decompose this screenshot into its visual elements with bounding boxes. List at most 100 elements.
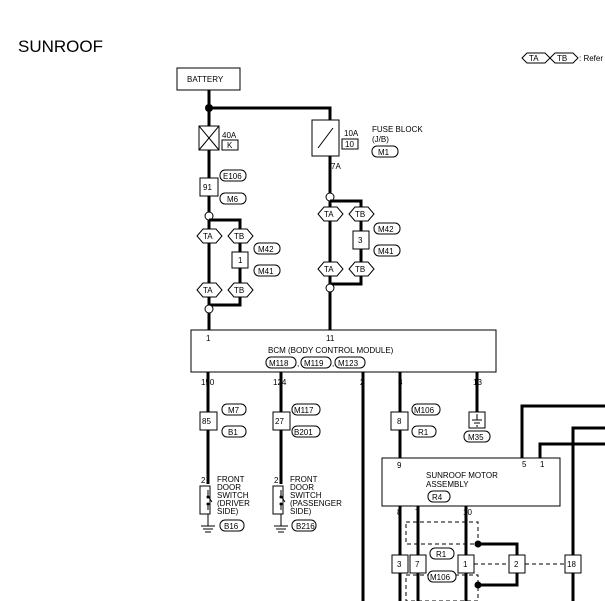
svg-text:M35: M35 bbox=[468, 433, 484, 442]
svg-text:3: 3 bbox=[397, 560, 402, 569]
svg-text:M42: M42 bbox=[258, 245, 274, 254]
svg-text:27: 27 bbox=[275, 417, 284, 426]
svg-text:E106: E106 bbox=[223, 172, 242, 181]
svg-text:SWITCH: SWITCH bbox=[217, 491, 249, 500]
svg-text:,: , bbox=[297, 359, 299, 368]
connector-r1 bbox=[411, 425, 437, 438]
svg-text:M6: M6 bbox=[227, 195, 239, 204]
fuse-block-name: FUSE BLOCK bbox=[372, 125, 423, 134]
svg-text:7A: 7A bbox=[331, 162, 341, 171]
svg-text:(PASSENGER: (PASSENGER bbox=[290, 499, 342, 508]
connector-m7 bbox=[221, 403, 247, 416]
svg-text:M117: M117 bbox=[294, 406, 314, 415]
svg-text:FRONT: FRONT bbox=[217, 475, 245, 484]
connector-m1 bbox=[371, 145, 399, 158]
tag-ta bbox=[317, 206, 344, 222]
svg-text:TA: TA bbox=[324, 265, 334, 274]
svg-text:DOOR: DOOR bbox=[290, 483, 314, 492]
svg-text:TA: TA bbox=[203, 232, 213, 241]
tag-ta bbox=[196, 228, 223, 244]
svg-text:M119: M119 bbox=[304, 359, 324, 368]
svg-text:1: 1 bbox=[463, 560, 468, 569]
connector-e106 bbox=[219, 169, 247, 182]
svg-text:5: 5 bbox=[522, 460, 527, 469]
connector-m41 bbox=[373, 244, 401, 257]
sunroof-motor-assembly bbox=[381, 457, 561, 507]
svg-text:10: 10 bbox=[463, 508, 472, 517]
ground-symbol bbox=[201, 514, 215, 533]
connector-b1 bbox=[221, 425, 247, 438]
connector-m41 bbox=[253, 264, 281, 277]
connector-m35 bbox=[463, 430, 491, 443]
svg-text:(DRIVER: (DRIVER bbox=[217, 499, 250, 508]
connector-m42 bbox=[373, 222, 401, 235]
svg-text:SIDE): SIDE) bbox=[290, 507, 312, 516]
svg-text:TA: TA bbox=[203, 286, 213, 295]
connector-m119 bbox=[300, 356, 332, 369]
tag-ta bbox=[196, 282, 223, 298]
svg-text:7: 7 bbox=[415, 560, 420, 569]
connector-m6 bbox=[219, 192, 247, 205]
connector-m42 bbox=[253, 242, 281, 255]
legend-text: : Refer bbox=[579, 54, 603, 63]
svg-text:M41: M41 bbox=[258, 267, 274, 276]
svg-text:R1: R1 bbox=[418, 428, 429, 437]
connector-m106 bbox=[427, 570, 457, 583]
svg-text:1: 1 bbox=[540, 460, 545, 469]
svg-text:11: 11 bbox=[326, 334, 335, 343]
svg-text:B1: B1 bbox=[228, 428, 238, 437]
svg-text:1: 1 bbox=[206, 334, 211, 343]
svg-text:TA: TA bbox=[529, 54, 539, 63]
svg-text:2: 2 bbox=[514, 560, 519, 569]
svg-text:FRONT: FRONT bbox=[290, 475, 318, 484]
svg-text:TB: TB bbox=[355, 210, 365, 219]
svg-text:B216: B216 bbox=[296, 522, 315, 531]
connector-m117 bbox=[291, 403, 321, 416]
passenger-door-switch bbox=[272, 485, 284, 515]
bcm-name: BCM (BODY CONTROL MODULE) bbox=[268, 346, 394, 355]
svg-text:TB: TB bbox=[234, 232, 244, 241]
svg-text:ASSEMBLY: ASSEMBLY bbox=[426, 480, 469, 489]
svg-text:R1: R1 bbox=[436, 550, 447, 559]
svg-text:TA: TA bbox=[324, 210, 334, 219]
svg-text:SWITCH: SWITCH bbox=[290, 491, 322, 500]
svg-text:10: 10 bbox=[345, 140, 354, 149]
connector-r1 bbox=[429, 547, 455, 560]
svg-text:M118: M118 bbox=[269, 359, 289, 368]
svg-text:R4: R4 bbox=[432, 493, 443, 502]
svg-text:91: 91 bbox=[203, 183, 212, 192]
svg-text:M123: M123 bbox=[338, 359, 359, 368]
svg-text:9: 9 bbox=[397, 461, 402, 470]
svg-text:M7: M7 bbox=[228, 406, 240, 415]
svg-text:10A: 10A bbox=[344, 129, 359, 138]
svg-text:1: 1 bbox=[238, 256, 243, 265]
svg-text:8: 8 bbox=[397, 417, 402, 426]
connector-m123 bbox=[334, 356, 366, 369]
ground-symbol bbox=[274, 514, 288, 533]
svg-text:85: 85 bbox=[202, 417, 211, 426]
driver-door-switch bbox=[199, 485, 211, 515]
tag-tb bbox=[348, 261, 375, 277]
svg-text:,: , bbox=[332, 359, 334, 368]
connector-b16 bbox=[219, 519, 245, 532]
tag-tb bbox=[348, 206, 375, 222]
legend: TA TB : Refer bbox=[521, 52, 603, 64]
svg-text:3: 3 bbox=[358, 236, 363, 245]
connector-b201 bbox=[291, 425, 321, 438]
svg-text:M41: M41 bbox=[378, 247, 394, 256]
svg-text:TB: TB bbox=[355, 265, 365, 274]
svg-text:TB: TB bbox=[557, 54, 567, 63]
connector-r4 bbox=[427, 490, 451, 503]
terminal-18 bbox=[564, 554, 582, 574]
svg-text:2: 2 bbox=[201, 476, 206, 485]
svg-text:(J/B): (J/B) bbox=[372, 135, 389, 144]
page-title: SUNROOF bbox=[18, 37, 103, 56]
svg-text:M106: M106 bbox=[414, 406, 435, 415]
sunroof-name: SUNROOF MOTOR bbox=[426, 471, 498, 480]
connector-b216 bbox=[291, 519, 317, 532]
tag-tb bbox=[227, 228, 254, 244]
svg-text:M106: M106 bbox=[430, 573, 451, 582]
svg-text:M42: M42 bbox=[378, 225, 394, 234]
fuse40-id: K bbox=[227, 141, 233, 150]
